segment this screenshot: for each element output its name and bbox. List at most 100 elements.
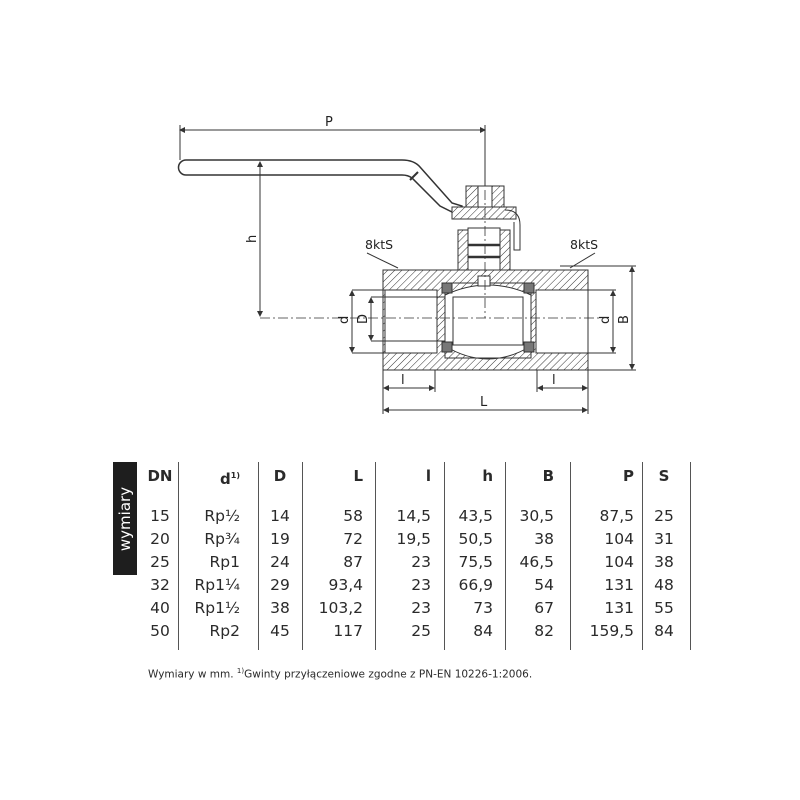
- column-divider: [690, 462, 691, 650]
- table-cell: 75,5: [458, 553, 493, 571]
- table-cell: 23: [411, 576, 431, 594]
- column-header: D: [262, 467, 298, 485]
- column-header-label: S: [658, 467, 670, 485]
- side-tab: wymiary: [113, 462, 137, 575]
- table-cell: 23: [411, 553, 431, 571]
- column-header-label: D: [273, 467, 287, 485]
- column-header-label: h: [482, 467, 493, 485]
- table-cell: 25: [150, 553, 170, 571]
- column-divider: [570, 462, 571, 650]
- column-header-label: L: [353, 467, 363, 485]
- label-h: h: [245, 235, 260, 243]
- table-cell: 31: [654, 530, 674, 548]
- footnote-text: Wymiary w mm.: [148, 668, 237, 681]
- table-cell: 46,5: [519, 553, 554, 571]
- table-cell: 14: [270, 507, 290, 525]
- side-tab-label: wymiary: [116, 486, 134, 551]
- table-cell: 30,5: [519, 507, 554, 525]
- column-header: B: [510, 467, 554, 485]
- table-cell: 67: [534, 599, 554, 617]
- table-cell: 84: [473, 622, 493, 640]
- table-cell: 48: [654, 576, 674, 594]
- table-cell: 29: [270, 576, 290, 594]
- table-cell: 104: [604, 530, 634, 548]
- column-header-label: B: [542, 467, 554, 485]
- label-l-left: l: [401, 373, 405, 388]
- table-cell: Rp1: [209, 553, 240, 571]
- table-cell: 131: [604, 599, 634, 617]
- column-header: h: [448, 467, 493, 485]
- column-header: S: [646, 467, 682, 485]
- table-cell: 54: [534, 576, 554, 594]
- table-cell: 82: [534, 622, 554, 640]
- table-cell: Rp1¼: [194, 576, 241, 594]
- column-divider: [642, 462, 643, 650]
- table-cell: 25: [654, 507, 674, 525]
- table-cell: 131: [604, 576, 634, 594]
- table-cell: 19: [270, 530, 290, 548]
- label-D: D: [356, 314, 371, 324]
- footnote-mark: 1): [230, 471, 240, 480]
- column-header: d1): [186, 467, 240, 488]
- label-P: P: [325, 115, 333, 130]
- valve-body: [382, 269, 589, 371]
- table-cell: 159,5: [589, 622, 634, 640]
- label-hex-left: 8ktS: [365, 237, 393, 252]
- label-L: L: [480, 395, 488, 410]
- table-cell: 38: [654, 553, 674, 571]
- table-cell: 45: [270, 622, 290, 640]
- column-divider: [505, 462, 506, 650]
- label-B: B: [617, 315, 632, 324]
- table-cell: 40: [150, 599, 170, 617]
- table-cell: 14,5: [396, 507, 431, 525]
- valve-handle: [177, 159, 463, 213]
- table-cell: 117: [333, 622, 363, 640]
- table-cell: Rp¾: [204, 530, 240, 548]
- column-header: l: [380, 467, 431, 485]
- table-cell: 87,5: [599, 507, 634, 525]
- table-cell: 23: [411, 599, 431, 617]
- column-header-label: DN: [147, 467, 173, 485]
- table-cell: 24: [270, 553, 290, 571]
- column-header: L: [310, 467, 363, 485]
- table-cell: 38: [534, 530, 554, 548]
- label-d-right: d: [598, 316, 613, 324]
- column-header: DN: [140, 467, 180, 485]
- table-cell: 25: [411, 622, 431, 640]
- label-l-right: l: [552, 373, 556, 388]
- table-cell: Rp2: [209, 622, 240, 640]
- table-cell: 20: [150, 530, 170, 548]
- table-cell: 104: [604, 553, 634, 571]
- table-cell: 87: [343, 553, 363, 571]
- dimension-P: [179, 125, 486, 190]
- table-cell: 15: [150, 507, 170, 525]
- footnote: Wymiary w mm. 1)Gwinty przyłączeniowe zg…: [148, 667, 532, 681]
- table-cell: 43,5: [458, 507, 493, 525]
- footnote-text-2: Gwinty przyłączeniowe zgodne z PN-EN 102…: [244, 668, 533, 681]
- table-cell: 66,9: [458, 576, 493, 594]
- table-cell: 32: [150, 576, 170, 594]
- column-header: P: [575, 467, 634, 485]
- column-header-label: P: [623, 467, 634, 485]
- table-cell: 55: [654, 599, 674, 617]
- column-divider: [258, 462, 259, 650]
- table-cell: 84: [654, 622, 674, 640]
- column-header-label: l: [425, 467, 431, 485]
- label-d-left: d: [337, 316, 352, 324]
- table-cell: Rp½: [204, 507, 240, 525]
- table-cell: 38: [270, 599, 290, 617]
- table-cell: 93,4: [328, 576, 363, 594]
- table-cell: Rp1½: [194, 599, 241, 617]
- ball-valve-drawing: P h d D d B L l l 8ktS 8ktS: [177, 115, 636, 414]
- label-hex-right: 8ktS: [570, 237, 598, 252]
- table-cell: 50,5: [458, 530, 493, 548]
- column-divider: [444, 462, 445, 650]
- column-divider: [375, 462, 376, 650]
- table-cell: 58: [343, 507, 363, 525]
- table-cell: 72: [343, 530, 363, 548]
- table-cell: 50: [150, 622, 170, 640]
- table-cell: 73: [473, 599, 493, 617]
- footnote-mark: 1): [236, 667, 245, 675]
- column-divider: [178, 462, 179, 650]
- column-divider: [302, 462, 303, 650]
